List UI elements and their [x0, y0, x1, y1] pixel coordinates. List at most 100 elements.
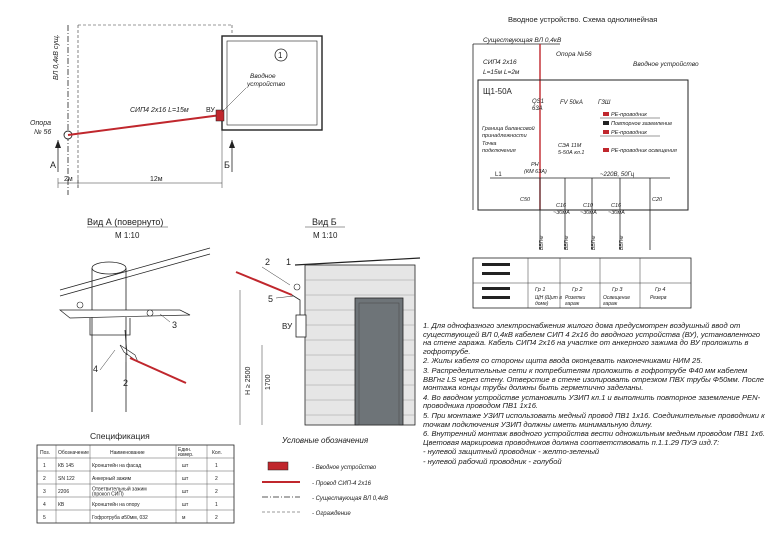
- arrow-b-icon: [229, 140, 235, 148]
- svg-text:Гр 4: Гр 4: [655, 287, 665, 293]
- l1-label: L1: [495, 172, 502, 178]
- vu-box-plan: [215, 109, 225, 122]
- svg-text:- Ограждение: - Ограждение: [312, 511, 351, 517]
- breaker-label-3-a: С16: [611, 203, 622, 209]
- border-label-4: подключения: [482, 148, 516, 154]
- qs1-label-1: QS1: [532, 99, 544, 105]
- callout-b-1: 1: [286, 257, 291, 267]
- svg-text:доме): доме): [535, 301, 549, 307]
- callout-a-2: 2: [123, 378, 128, 388]
- legend: Условные обозначения - Вводное устройств…: [262, 436, 388, 517]
- svg-text:РЕ-проводник: РЕ-проводник: [611, 112, 647, 118]
- note-2: 2. Жилы кабеля со стороны щита ввода око…: [423, 356, 703, 366]
- consumer-table: Гр 1 Гр 2 Гр 3 Гр 4 ЩН (Щит в доме) Розе…: [472, 257, 692, 309]
- pole-top: [91, 261, 127, 275]
- panel-box: [477, 79, 689, 211]
- cable-label: СИП4 2х16 L=15м: [130, 107, 189, 114]
- schema-legend: РЕ-проводник Повторное заземление РЕ-про…: [600, 112, 677, 154]
- vu-label-plan: ВУ: [206, 107, 215, 114]
- dim-height-1: Н ≥ 2500: [245, 367, 252, 395]
- single-line-schema: Вводное устройство. Схема однолинейная С…: [472, 15, 699, 309]
- spec-cell: 5: [43, 515, 46, 521]
- border-label-1: Граница балансовой: [482, 125, 535, 132]
- svg-text:гараж: гараж: [565, 301, 580, 307]
- spec-cell: 1: [43, 463, 46, 469]
- svg-text:Розетки: Розетки: [565, 295, 586, 301]
- spec-cell: шт: [182, 502, 189, 508]
- note-1: 1. Для однофазного электроснабжения жило…: [423, 321, 760, 356]
- svg-text:Повторное заземление: Повторное заземление: [611, 121, 672, 127]
- spec-cell: 1: [215, 502, 218, 508]
- schema-title: Вводное устройство. Схема однолинейная: [508, 15, 657, 24]
- svg-text:ВВГнг: ВВГнг: [619, 235, 625, 250]
- spec-rows: 1 КБ 145 Кронштейн на фасад шт 1 2 SN 122 Анкер…: [43, 462, 218, 521]
- note-6a: - нулевой защитный проводник - желто-зел…: [423, 447, 600, 457]
- schema-vvod-label: Вводное устройство: [633, 60, 699, 68]
- view-b-title: Вид Б: [312, 217, 337, 227]
- sza-label-1: СЭА 11М: [558, 143, 582, 149]
- spec-cell: Кронштейн на фасад: [92, 462, 141, 469]
- garage-inner-wall: [226, 40, 318, 126]
- note-6b: - нулевой рабочий проводник - голубой: [423, 456, 562, 466]
- dim-big: 12м: [150, 176, 163, 183]
- svg-text:Обозначение: Обозначение: [58, 450, 89, 456]
- spec-cell: шт: [182, 489, 189, 495]
- vu-box-b: [295, 314, 307, 338]
- note-4: 4. Во вводном устройстве установить УЗИП…: [423, 392, 761, 411]
- svg-text:РЕ-проводник: РЕ-проводник: [611, 130, 647, 136]
- sip-cable-b: [235, 271, 293, 296]
- spec-cell: 2206: [58, 489, 69, 495]
- spec-cell: 2: [215, 489, 218, 495]
- spec-cell: 2: [215, 515, 218, 521]
- svg-text:Гр 1: Гр 1: [535, 287, 545, 293]
- svg-text:- Вводное устройство: - Вводное устройство: [312, 464, 377, 471]
- spec-cell: SN 122: [58, 476, 75, 482]
- svg-text:ВВГнг: ВВГнг: [564, 235, 570, 250]
- pole-label-2: № 56: [34, 129, 51, 136]
- sip-cable-a: [129, 357, 187, 384]
- spec-title: Спецификация: [90, 431, 150, 441]
- breaker-label-1-a: С16: [556, 203, 567, 209]
- fv-label: FV 50кА: [560, 100, 583, 106]
- spec-cell: 1: [215, 463, 218, 469]
- legend-title: Условные обозначения: [281, 436, 369, 445]
- spec-cell: шт: [182, 476, 189, 482]
- roof-edge: [294, 257, 421, 266]
- svg-text:ВВГнг: ВВГнг: [539, 235, 545, 250]
- pe-label: ГЗШ: [598, 100, 611, 106]
- svg-text:ВВГнг: ВВГнг: [591, 235, 597, 250]
- svg-text:ЩН (Щит в: ЩН (Щит в: [535, 295, 562, 301]
- view-a-title: Вид А (повернуто): [87, 217, 163, 227]
- breaker-label-2-a: С10: [583, 203, 594, 209]
- breaker-label-4: С20: [652, 197, 663, 203]
- pn-label-1: РН: [531, 162, 539, 168]
- schema-cable: СИП4 2х16: [483, 59, 517, 66]
- fence-line: [77, 24, 233, 190]
- spec-cell: Ответвительный зажим: [92, 486, 147, 493]
- schema-support: Опора №56: [556, 51, 592, 58]
- sza-label-2: 5-50А кл.1: [558, 150, 585, 156]
- svg-text:Гр 3: Гр 3: [612, 287, 623, 293]
- breaker-label-1-b: ~30мА: [553, 210, 570, 216]
- spec-cell: Анкерный зажим: [92, 475, 132, 482]
- note-6: 6. Внутренний монтаж вводного устройства…: [423, 429, 765, 447]
- arrow-a-label: А: [50, 160, 56, 170]
- svg-text:Освещение: Освещение: [603, 295, 630, 301]
- garage-building: [221, 35, 323, 131]
- vvod-label-1: Вводное: [250, 72, 276, 80]
- dim-small: 2м: [64, 176, 73, 183]
- spec-cell: шт: [182, 463, 189, 469]
- garage-number: 1: [278, 51, 283, 60]
- svg-text:Кол.: Кол.: [212, 450, 222, 456]
- spec-cell: КБ 145: [58, 463, 74, 469]
- view-b-scale: М 1:10: [313, 231, 338, 240]
- svg-text:Резерв: Резерв: [650, 295, 667, 301]
- spec-cell: 2: [215, 476, 218, 482]
- qs1-label-2: 63А: [532, 106, 543, 112]
- legend-vu-symbol: [267, 461, 289, 471]
- spec-cell: 2: [43, 476, 46, 482]
- panel-name: Щ1-50А: [483, 87, 513, 96]
- svg-text:измер.: измер.: [178, 452, 193, 458]
